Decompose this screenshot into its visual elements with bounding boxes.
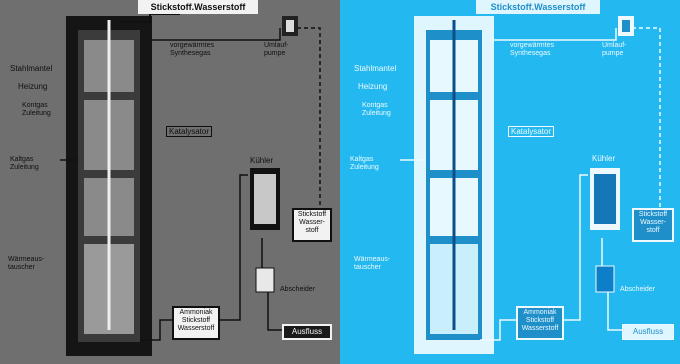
label-kaltgas-blue-line2: Zuleitung [350,164,379,171]
label-abscheider-blue: Abscheider [620,286,655,294]
label-vorgewaermtes: vorgewärmtes Synthesegas [170,42,214,58]
label-kontgas-zuleitung-blue: Kontgas Zuleitung [362,102,391,118]
label-umlaufpumpe-line2: pumpe [264,50,285,57]
label-katalysator-blue: Katalysator [508,126,554,137]
label-waermeaustauscher-blue: Wärmeaus- tauscher [354,256,390,272]
box-stickstoff-wasserstoff-blue: Stickstoff Wasser- stoff [632,208,674,242]
label-stahlmantel: Stahlmantel [10,64,52,73]
label-kontgas-line1: Kontgas [22,102,48,109]
label-waermeaus-blue-line1: Wärmeaus- [354,256,390,263]
label-kaltgas-blue-line1: Kaltgas [350,156,373,163]
box-sw-line2: Wasser- [299,219,325,226]
top-label-box: Stickstoff.Wasserstoff [138,0,258,14]
box-stickstoff-wasserstoff: Stickstoff Wasser- stoff [292,208,332,242]
box-ammoniak: Ammoniak Stickstoff Wasserstoff [172,306,220,340]
label-waermeaus-blue-line2: tauscher [354,264,381,271]
label-kaltgas-line2: Zuleitung [10,164,39,171]
label-kontgas-blue-line2: Zuleitung [362,110,391,117]
box-sw-blue-line3: stoff [646,227,659,234]
box-ammoniak-blue-line1: Ammoniak [523,309,556,316]
label-katalysator: Katalysator [166,126,212,137]
label-umlaufpumpe-blue-line2: pumpe [602,50,623,57]
box-ammoniak-line1: Ammoniak [179,309,212,316]
box-sw-line1: Stickstoff [298,211,326,218]
blue-panel: Stickstoff.Wasserstoff Stahlmantel Heizu… [340,0,680,364]
label-heizung: Heizung [18,82,47,91]
label-umlaufpumpe-line1: Umlauf- [264,42,289,49]
label-umlaufpumpe-blue-line1: Umlauf- [602,42,627,49]
label-waermeaustauscher: Wärmeaus- tauscher [8,256,44,272]
label-umlaufpumpe: Umlauf- pumpe [264,42,289,58]
box-ammoniak-line2: Stickstoff [182,317,210,324]
separator [256,268,274,292]
label-heizung-blue: Heizung [358,82,387,91]
label-kontgas-zuleitung: Kontgas Zuleitung [22,102,51,118]
box-sw-blue-line2: Wasser- [640,219,666,226]
label-vorgewaermtes-blue-line2: Synthesegas [510,50,550,57]
label-umlaufpumpe-blue: Umlauf- pumpe [602,42,627,58]
label-vorgewaermtes-line1: vorgewärmtes [170,42,214,49]
box-ammoniak-line3: Wasserstoff [178,325,215,332]
label-kuehler-blue: Kühler [592,154,615,163]
pipe-to-out [268,290,282,330]
label-kaltgas-zuleitung: Kaltgas Zuleitung [10,156,39,172]
label-kontgas-line2: Zuleitung [22,110,51,117]
box-sw-line3: stoff [305,227,318,234]
separator-blue [596,266,614,292]
top-label-box-blue: Stickstoff.Wasserstoff [476,0,600,14]
label-vorgewaermtes-blue: vorgewärmtes Synthesegas [510,42,554,58]
pipe-return [152,28,280,40]
box-ausfluss-blue: Ausfluss [622,324,674,340]
box-ausfluss: Ausfluss [282,324,332,340]
label-kaltgas-line1: Kaltgas [10,156,33,163]
label-kontgas-blue-line1: Kontgas [362,102,388,109]
label-stahlmantel-blue: Stahlmantel [354,64,396,73]
box-ammoniak-blue: Ammoniak Stickstoff Wasserstoff [516,306,564,340]
label-abscheider: Abscheider [280,286,315,294]
box-ammoniak-blue-line2: Stickstoff [526,317,554,324]
pipe-dashed-feed [290,28,320,210]
box-ammoniak-blue-line3: Wasserstoff [522,325,559,332]
label-waermeaus-line2: tauscher [8,264,35,271]
grayscale-panel: Stickstoff.Wasserstoff Stahlmantel Heizu… [0,0,340,364]
label-vorgewaermtes-line2: Synthesegas [170,50,210,57]
box-sw-blue-line1: Stickstoff [639,211,667,218]
label-kaltgas-zuleitung-blue: Kaltgas Zuleitung [350,156,379,172]
label-kuehler: Kühler [250,156,273,165]
label-vorgewaermtes-blue-line1: vorgewärmtes [510,42,554,49]
label-waermeaus-line1: Wärmeaus- [8,256,44,263]
